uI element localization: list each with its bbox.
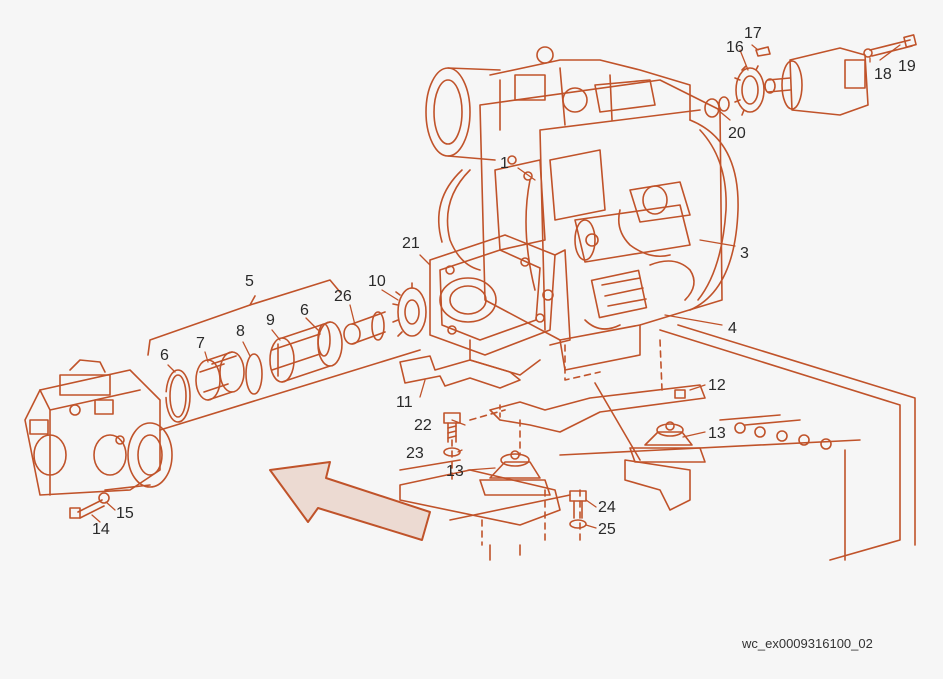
- callout-9: 9: [266, 312, 275, 329]
- callout-6-left: 6: [160, 347, 169, 364]
- callout-24: 24: [598, 499, 616, 516]
- callout-5: 5: [245, 273, 254, 290]
- direction-arrow: [269, 461, 431, 541]
- callout-1: 1: [500, 155, 509, 172]
- callout-17: 17: [744, 25, 762, 42]
- callout-13-right: 13: [708, 425, 726, 442]
- callout-16: 16: [726, 39, 744, 56]
- hydraulic-motor: [704, 34, 917, 118]
- callout-26: 26: [334, 288, 352, 305]
- callout-21: 21: [402, 235, 420, 252]
- coupling-parts: [147, 279, 427, 431]
- callout-13-left: 13: [446, 463, 464, 480]
- callout-11: 11: [396, 394, 413, 411]
- callout-20: 20: [728, 125, 746, 142]
- callout-8: 8: [236, 323, 245, 340]
- callout-7: 7: [196, 335, 205, 352]
- callout-25: 25: [598, 521, 616, 538]
- callout-12: 12: [708, 377, 726, 394]
- callout-4: 4: [728, 320, 737, 337]
- drawing-reference-code: wc_ex0009316100_02: [742, 636, 873, 651]
- callout-3: 3: [740, 245, 749, 262]
- callout-14: 14: [92, 521, 110, 538]
- callout-10: 10: [368, 273, 386, 290]
- frame-plate: [489, 324, 916, 561]
- callout-6-right: 6: [300, 302, 309, 319]
- callout-labels: 1 3 4 5 6 7 8 9 6 26 10 21 11 12 13 13 2…: [92, 25, 916, 538]
- hydraulic-pump: [24, 359, 173, 519]
- callout-23: 23: [406, 445, 424, 462]
- callout-15: 15: [116, 505, 134, 522]
- engine-block: [425, 46, 739, 376]
- callout-18: 18: [874, 66, 892, 83]
- callout-22: 22: [414, 417, 432, 434]
- leader-lines: [91, 44, 901, 529]
- mounting-brackets: [399, 339, 706, 546]
- callout-19: 19: [898, 58, 916, 75]
